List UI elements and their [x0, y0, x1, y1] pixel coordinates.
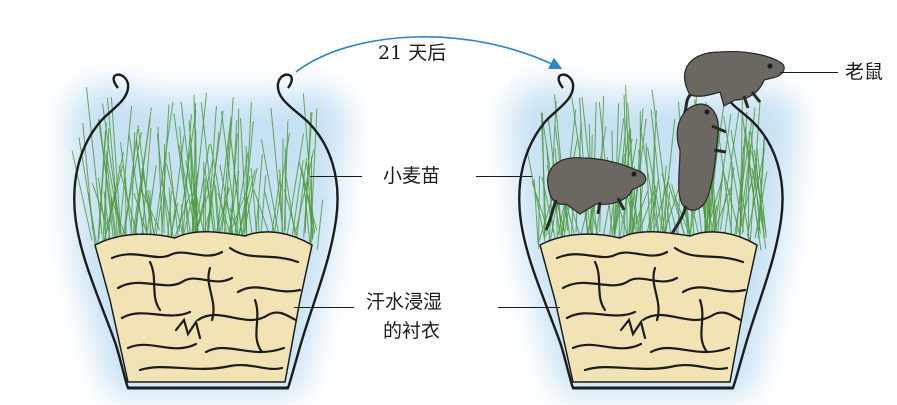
- arrow-label: 21 天后: [378, 40, 446, 66]
- right-jar: [509, 52, 799, 395]
- left-jar: [69, 75, 349, 395]
- shirt-leader-right: [498, 307, 560, 308]
- seedlings-leader-right: [476, 176, 532, 177]
- shirt-leader-left: [294, 307, 354, 308]
- seedlings-leader-left: [310, 176, 362, 177]
- seedlings-label: 小麦苗: [383, 163, 440, 189]
- mouse-label: 老鼠: [845, 59, 883, 85]
- shirt-label-line1: 汗水浸湿: [366, 289, 442, 315]
- shirt-label-line2: 的衬衣: [383, 318, 440, 344]
- mouse-leader: [780, 72, 838, 73]
